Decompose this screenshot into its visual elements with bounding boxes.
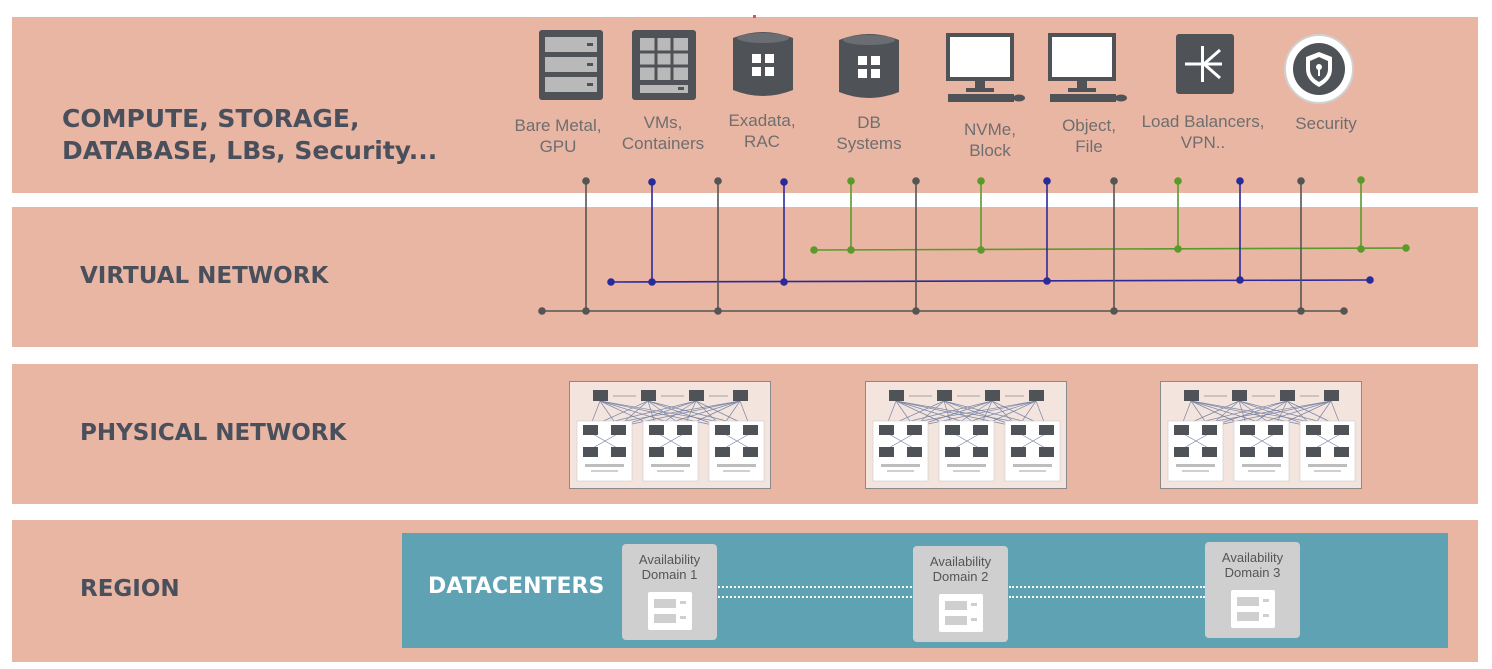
spine-switch-icon xyxy=(1280,390,1295,401)
leaf-switch-icon xyxy=(1174,425,1189,435)
leaf-switch-icon xyxy=(1240,425,1255,435)
ad-link-1-2 xyxy=(718,586,912,598)
leaf-switch-icon xyxy=(973,425,988,435)
security-shield-icon xyxy=(1284,34,1354,104)
computer-monitor-icon xyxy=(1048,33,1127,102)
leaf-switch-icon xyxy=(1011,425,1026,435)
leaf-switch-icon xyxy=(743,447,758,457)
leaf-switch-icon xyxy=(1306,447,1321,457)
spine-switch-icon xyxy=(593,390,608,401)
server-rack-icon xyxy=(539,30,603,100)
spine-switch-icon xyxy=(985,390,1000,401)
virtual-network-band xyxy=(12,207,1478,347)
ad1-line2: Domain 1 xyxy=(641,567,698,582)
green-network xyxy=(810,176,1410,254)
leaf-switch-icon xyxy=(945,447,960,457)
service-caption-exadata: Exadata, RAC xyxy=(728,111,796,151)
datacenter-server-icon xyxy=(1231,590,1275,628)
spine-switch-icon xyxy=(689,390,704,401)
gray-network xyxy=(538,177,1348,315)
spine-switch-icon xyxy=(889,390,904,401)
leaf-switch-icon xyxy=(1268,425,1283,435)
spine-switch-icon xyxy=(1232,390,1247,401)
leaf-switch-icon xyxy=(611,447,626,457)
leaf-switch-icon xyxy=(1240,447,1255,457)
leaf-switch-icon xyxy=(973,447,988,457)
leaf-switch-icon xyxy=(1306,425,1321,435)
service-caption-db-systems: DB Systems xyxy=(836,113,902,153)
availability-domain-3: Availability Domain 3 xyxy=(1205,542,1300,638)
database-cylinder-icon xyxy=(733,32,793,96)
availability-domain-1-label: Availability Domain 1 xyxy=(622,552,717,582)
compute-layer-label-line1: COMPUTE, STORAGE, xyxy=(62,104,360,133)
service-caption-load-balancers: Load Balancers, VPN.. xyxy=(1141,112,1265,152)
availability-domain-3-label: Availability Domain 3 xyxy=(1205,550,1300,580)
leaf-switch-icon xyxy=(649,425,664,435)
spine-switch-icon xyxy=(1324,390,1339,401)
ad2-line1: Availability xyxy=(929,554,992,569)
availability-domain-2-label: Availability Domain 2 xyxy=(913,554,1008,584)
spine-switch-icon xyxy=(641,390,656,401)
ad-link-2-3 xyxy=(1009,586,1205,598)
datacenter-server-icon xyxy=(648,592,692,630)
leaf-switch-icon xyxy=(1039,425,1054,435)
physical-network-fabric-1 xyxy=(569,381,771,489)
leaf-switch-icon xyxy=(1268,447,1283,457)
leaf-switch-icon xyxy=(649,447,664,457)
service-caption-nvme: NVMe, Block xyxy=(964,120,1016,160)
leaf-switch-icon xyxy=(1174,447,1189,457)
ad3-line2: Domain 3 xyxy=(1224,565,1281,580)
service-caption-object: Object, File xyxy=(1062,116,1116,156)
database-cylinder-icon xyxy=(839,34,899,98)
leaf-switch-icon xyxy=(1202,447,1217,457)
availability-domain-2: Availability Domain 2 xyxy=(913,546,1008,642)
physical-network-fabric-3 xyxy=(1160,381,1362,489)
load-balancer-icon xyxy=(1176,34,1234,94)
leaf-switch-icon xyxy=(715,425,730,435)
leaf-switch-icon xyxy=(1202,425,1217,435)
leaf-switch-icon xyxy=(1334,425,1349,435)
leaf-switch-icon xyxy=(743,425,758,435)
leaf-switch-icon xyxy=(677,425,692,435)
leaf-switch-icon xyxy=(1039,447,1054,457)
leaf-switch-icon xyxy=(715,447,730,457)
virtual-network-label: VIRTUAL NETWORK xyxy=(80,263,329,289)
availability-domain-1: Availability Domain 1 xyxy=(622,544,717,640)
spine-switch-icon xyxy=(937,390,952,401)
blue-network xyxy=(607,177,1374,286)
leaf-switch-icon xyxy=(677,447,692,457)
leaf-switch-icon xyxy=(879,447,894,457)
leaf-switch-icon xyxy=(583,447,598,457)
leaf-switch-icon xyxy=(1011,447,1026,457)
ad1-line1: Availability xyxy=(638,552,701,567)
leaf-switch-icon xyxy=(1334,447,1349,457)
computer-monitor-icon xyxy=(946,33,1025,102)
physical-network-label: PHYSICAL NETWORK xyxy=(80,420,347,446)
spine-switch-icon xyxy=(1184,390,1199,401)
leaf-switch-icon xyxy=(583,425,598,435)
service-caption-vms: VMs, Containers xyxy=(621,113,705,153)
leaf-switch-icon xyxy=(945,425,960,435)
leaf-switch-icon xyxy=(611,425,626,435)
datacenter-server-icon xyxy=(939,594,983,632)
vm-grid-icon xyxy=(632,30,696,100)
datacenters-label: DATACENTERS xyxy=(428,574,605,599)
leaf-switch-icon xyxy=(907,425,922,435)
service-caption-bare-metal: Bare Metal, GPU xyxy=(514,116,602,156)
physical-network-fabric-2 xyxy=(865,381,1067,489)
region-label: REGION xyxy=(80,576,180,602)
top-red-mark xyxy=(753,15,756,18)
ad3-line1: Availability xyxy=(1221,550,1284,565)
leaf-switch-icon xyxy=(879,425,894,435)
service-caption-security: Security xyxy=(1295,114,1357,133)
compute-layer-label-line2: DATABASE, LBs, Security... xyxy=(62,136,438,165)
spine-switch-icon xyxy=(733,390,748,401)
leaf-switch-icon xyxy=(907,447,922,457)
ad2-line2: Domain 2 xyxy=(932,569,989,584)
spine-switch-icon xyxy=(1029,390,1044,401)
